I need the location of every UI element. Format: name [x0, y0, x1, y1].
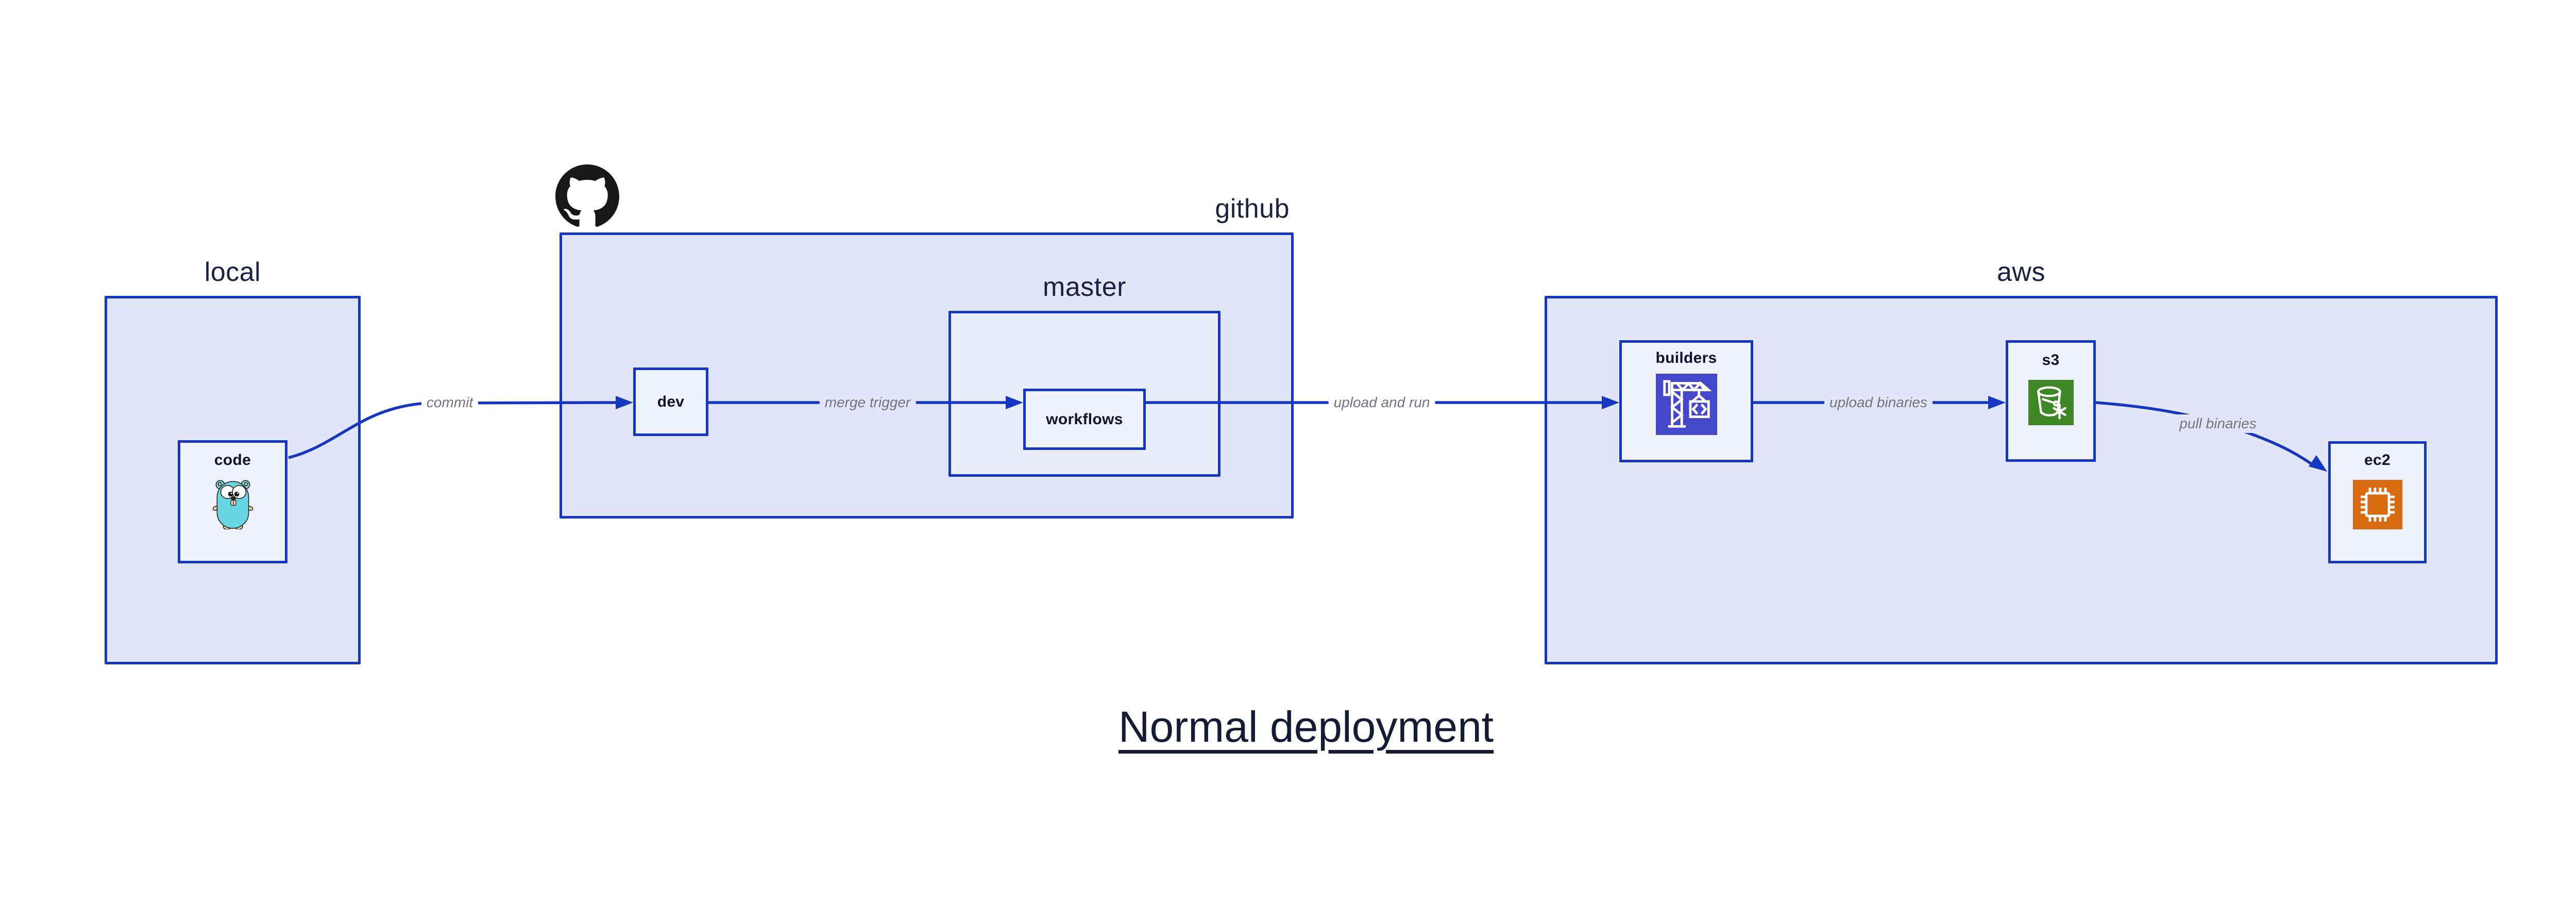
edge-commit-label: commit	[421, 393, 479, 412]
node-ec2: ec2	[2328, 441, 2427, 563]
node-ec2-label: ec2	[2364, 452, 2391, 469]
edge-upload-binaries-label: upload binaries	[1824, 393, 1933, 412]
node-code-label: code	[214, 452, 251, 469]
node-s3: s3	[2006, 340, 2096, 462]
s3-glacier-bucket-icon	[2028, 380, 2074, 425]
container-master-title: master	[1043, 272, 1126, 302]
node-s3-label: s3	[2042, 352, 2060, 369]
node-builders: builders	[1619, 340, 1753, 462]
node-builders-label: builders	[1655, 349, 1717, 366]
node-dev: dev	[633, 368, 708, 436]
cpu-chip-icon	[2352, 480, 2402, 529]
container-aws-title: aws	[1997, 257, 2045, 287]
edge-merge-trigger-label: merge trigger	[819, 393, 916, 412]
node-dev-label: dev	[657, 393, 685, 410]
go-gopher-icon	[212, 480, 253, 529]
edge-upload-and-run-label: upload and run	[1328, 393, 1435, 412]
container-github-title: github	[1215, 194, 1290, 224]
edge-pull-binaries-label: pull binaries	[2174, 414, 2262, 433]
node-workflows: workflows	[1023, 389, 1146, 450]
github-octocat-logo	[555, 164, 619, 227]
container-local-title: local	[204, 257, 261, 287]
node-workflows-label: workflows	[1046, 410, 1123, 428]
node-code: code	[178, 440, 287, 563]
crane-icon	[1655, 374, 1717, 435]
diagram-title: Normal deployment	[1118, 703, 1494, 751]
